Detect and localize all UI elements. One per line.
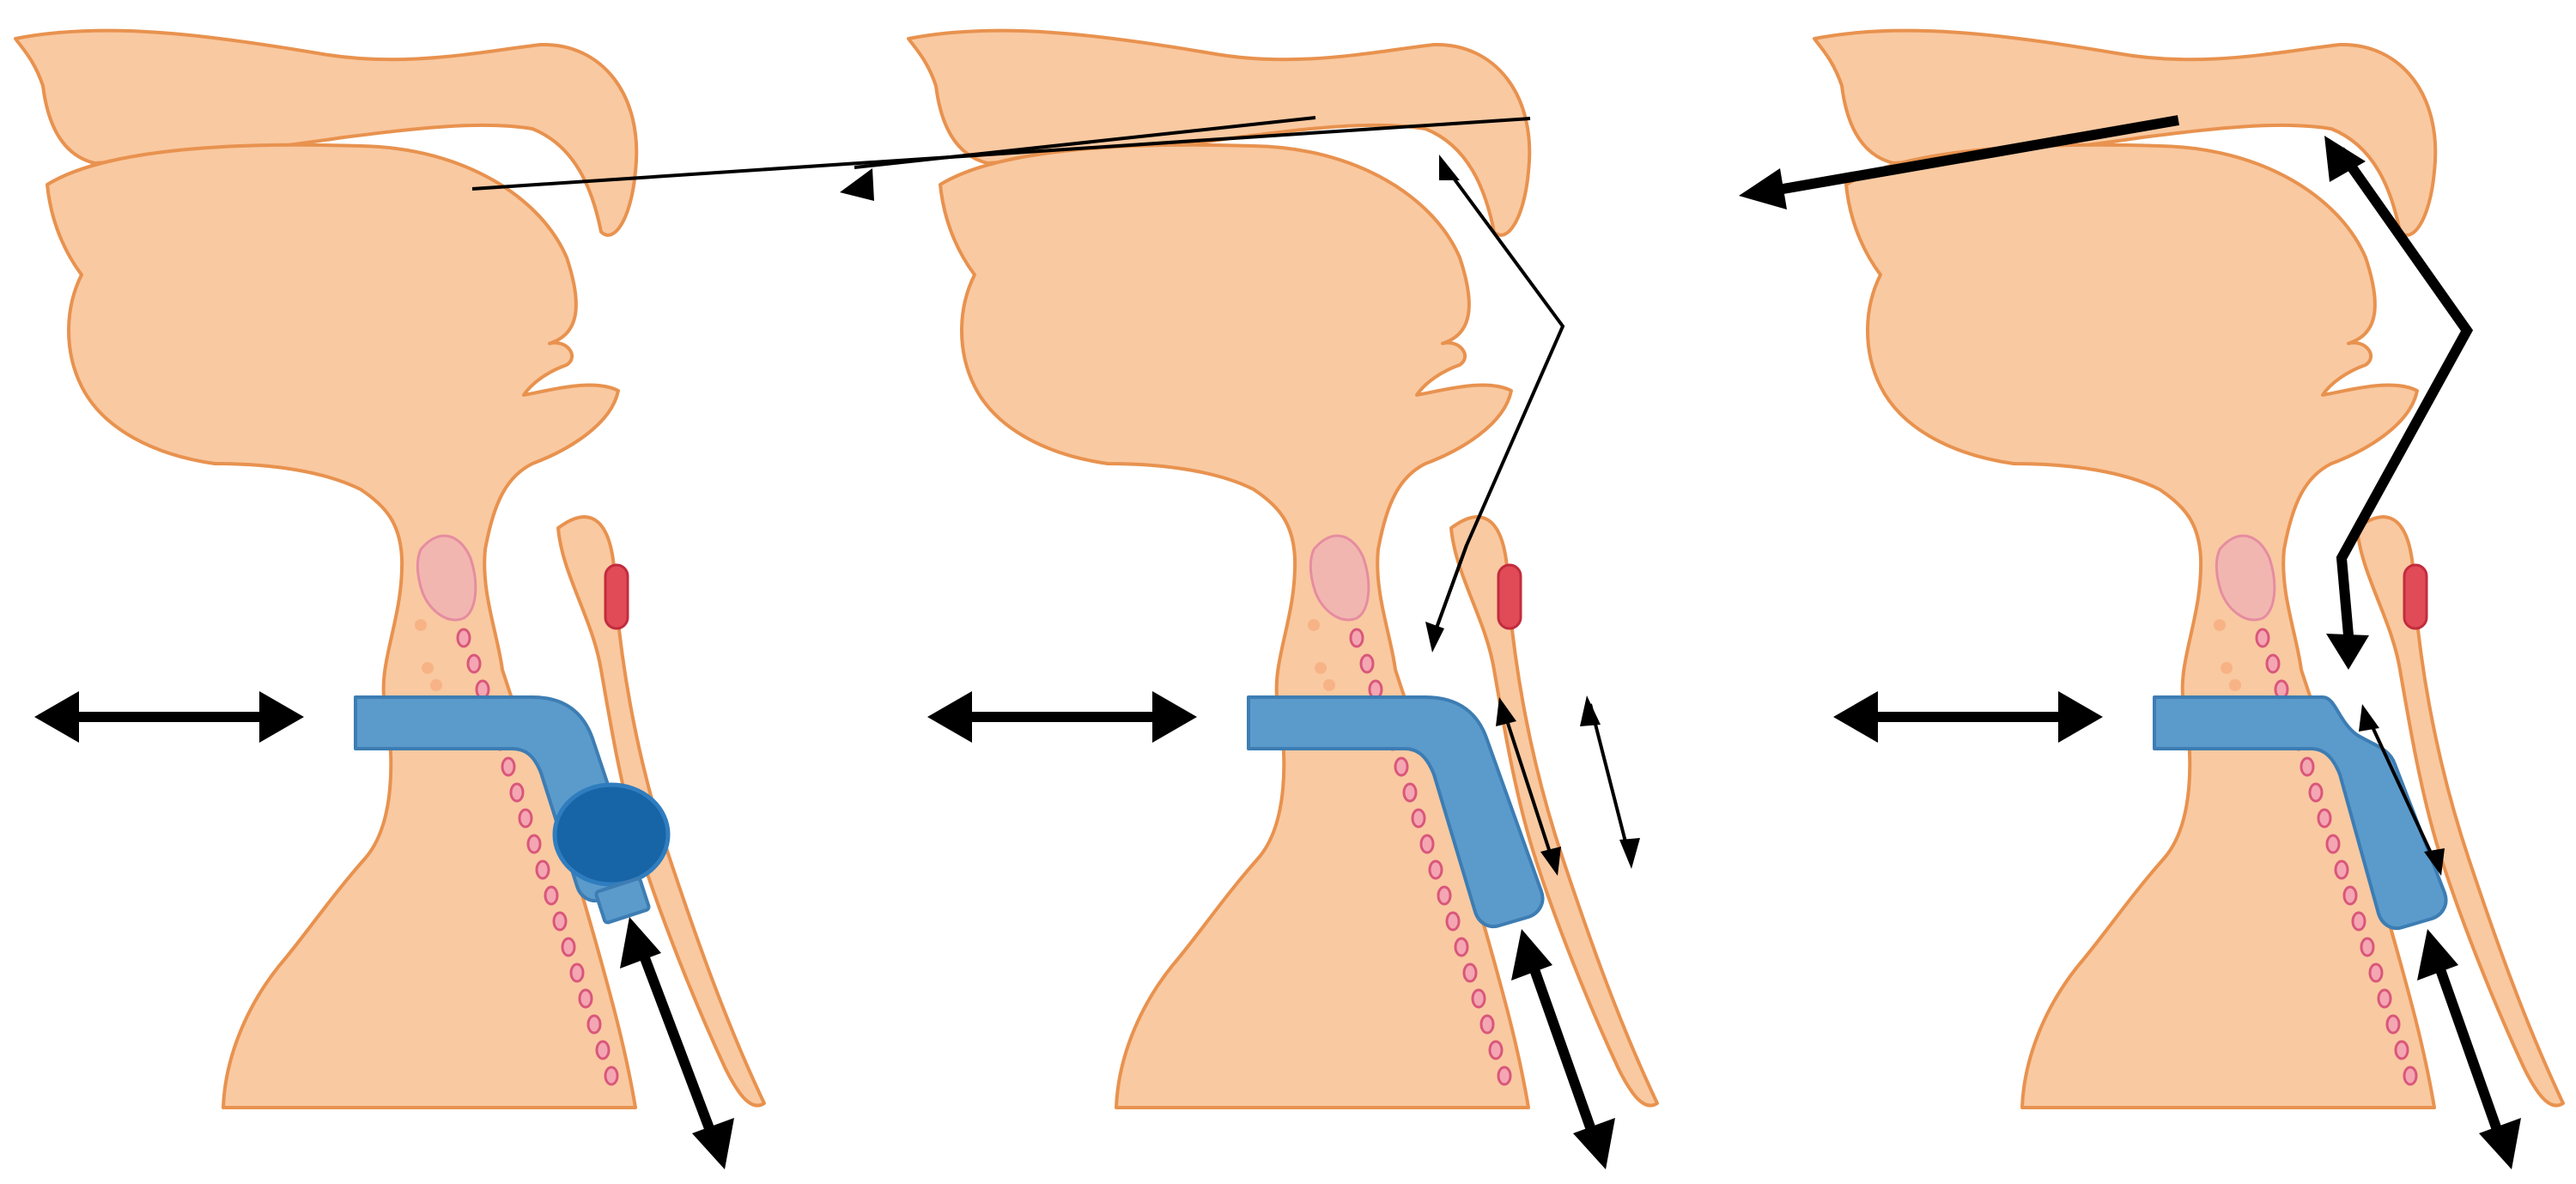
panel-2 bbox=[471, 28, 1659, 1169]
lung-airflow-arrow bbox=[620, 917, 734, 1169]
panel-3 bbox=[1739, 28, 2565, 1169]
tracheostomy-tube bbox=[2153, 695, 2448, 931]
tube-airflow-arrow bbox=[927, 691, 1197, 743]
panel-2-tube-side-arrow bbox=[1496, 697, 1561, 876]
tube-airflow-arrow bbox=[34, 691, 304, 743]
head-neck-anatomy bbox=[1813, 28, 2565, 1110]
tube-side-arrow bbox=[2359, 704, 2445, 876]
upper-airway-flow-arrow-2 bbox=[854, 116, 1565, 641]
upper-airway-flow-arrow bbox=[1771, 115, 2474, 636]
lung-airflow-arrow bbox=[1511, 929, 1615, 1169]
inflated-cuff bbox=[552, 782, 671, 887]
lung-airflow-arrow bbox=[2417, 929, 2521, 1169]
tube-airflow-arrow bbox=[1833, 691, 2103, 743]
panel-1 bbox=[14, 28, 766, 1169]
tracheostomy-tube bbox=[1247, 695, 1545, 929]
upper-airway-flow-arrow bbox=[471, 117, 1631, 859]
head-neck-anatomy bbox=[907, 28, 1659, 1110]
